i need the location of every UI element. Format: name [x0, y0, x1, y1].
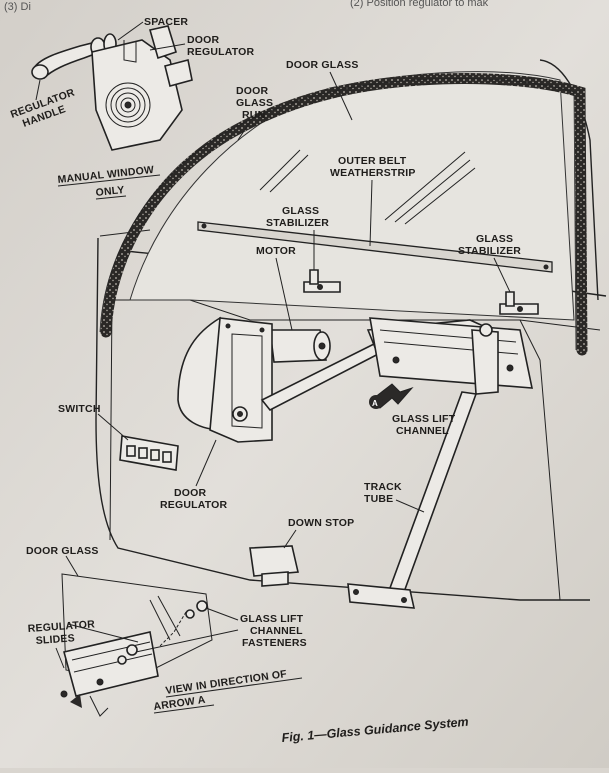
door-glass-inset-label: DOOR GLASS: [26, 545, 99, 557]
lift-fasteners-leader-1: [205, 607, 239, 621]
glass-lift-channel-label-l2: CHANNEL: [396, 425, 449, 437]
outer-belt-label-l2: WEATHERSTRIP: [330, 167, 416, 179]
door-glass-leader: [329, 71, 353, 121]
outer-belt-weatherstrip: [197, 221, 553, 273]
glass-lift-channel: [369, 317, 533, 395]
track-tube: [347, 391, 478, 609]
view-direction-underline-2: [153, 704, 215, 714]
switch-label: SWITCH: [58, 403, 101, 415]
door-glass-label: DOOR GLASS: [286, 59, 359, 71]
arrow-a-marker: [369, 383, 414, 409]
arrow-a-letter: A: [372, 399, 378, 408]
regulator-handle-leader: [35, 79, 41, 101]
lift-fasteners-label-l2: CHANNEL: [250, 625, 303, 637]
door-glass-run-leader: [237, 121, 251, 141]
spacer-label: SPACER: [144, 16, 188, 28]
regulator-slides-leader-2: [55, 647, 65, 669]
glass-stabilizer-right-label-l1: GLASS: [476, 233, 513, 245]
header-right-fragment: (2) Position regulator to mak: [350, 0, 489, 9]
door-glass-run-label-l3: RUN: [242, 109, 265, 121]
weatherstrip-clip-left: [201, 223, 207, 229]
door-glass-run-channel: [100, 73, 588, 356]
outer-belt-label-l1: OUTER BELT: [338, 155, 407, 167]
manual-window-underline-1: [57, 174, 161, 187]
weatherstrip-clip-right: [543, 264, 549, 270]
glass-lift-channel-label-l1: GLASS LIFT: [392, 413, 456, 425]
motor-assembly: [269, 329, 331, 363]
header-left-fragment: (3) Di: [4, 1, 31, 13]
glass-stabilizer-left: [303, 269, 341, 293]
lift-fasteners-leader-2: [135, 629, 239, 653]
view-direction-underline-1: [165, 677, 303, 698]
regulator-slides-leader-1: [67, 623, 139, 643]
door-regulator-main-label-l2: REGULATOR: [160, 499, 228, 511]
manual-regulator-drawing: [31, 25, 193, 151]
door-regulator-main-leader: [195, 439, 217, 487]
outer-belt-leader: [369, 179, 373, 247]
door-glass-run-edge: [99, 78, 577, 351]
door-glass-inset-leader: [65, 555, 79, 577]
door-regulator-main-label-l1: DOOR: [174, 487, 207, 499]
lift-fasteners-label-l3: FASTENERS: [242, 637, 307, 649]
door-regulator-top-leader: [149, 43, 186, 51]
lift-fasteners-label-l1: GLASS LIFT: [240, 613, 304, 625]
arrow-a-view-inset: [60, 573, 213, 717]
door-regulator-top-label-l1: DOOR: [187, 34, 220, 46]
spacer-leader: [117, 21, 144, 41]
door-glass-run-label-l2: GLASS: [236, 97, 273, 109]
regulator-slides-label-l2: SLIDES: [35, 632, 75, 647]
glass-reflection-lines: [259, 149, 476, 225]
motor-label: MOTOR: [256, 245, 296, 257]
switch-leader: [97, 413, 129, 441]
glass-stabilizer-left-label-l2: STABILIZER: [266, 217, 329, 229]
door-glass-run-label-l1: DOOR: [236, 85, 269, 97]
track-tube-label-l1: TRACK: [364, 481, 402, 493]
glass-stabilizer-left-label-l1: GLASS: [282, 205, 319, 217]
glass-stabilizer-right-label-l2: STABILIZER: [458, 245, 521, 257]
manual-window-underline-2: [95, 195, 127, 200]
down-stop: [249, 545, 299, 587]
manual-window-label-l2: ONLY: [95, 184, 125, 199]
glass-stabilizer-right: [499, 291, 539, 315]
track-tube-leader: [395, 499, 425, 513]
window-switch: [119, 435, 179, 471]
down-stop-label: DOWN STOP: [288, 517, 354, 529]
regulator-slides-label-l1: REGULATOR: [27, 618, 95, 635]
track-tube-label-l2: TUBE: [364, 493, 393, 505]
glass-stabilizer-right-leader: [493, 257, 511, 293]
door-regulator-top-label-l2: REGULATOR: [187, 46, 255, 58]
down-stop-leader: [283, 529, 297, 549]
motor-leader: [275, 257, 293, 331]
